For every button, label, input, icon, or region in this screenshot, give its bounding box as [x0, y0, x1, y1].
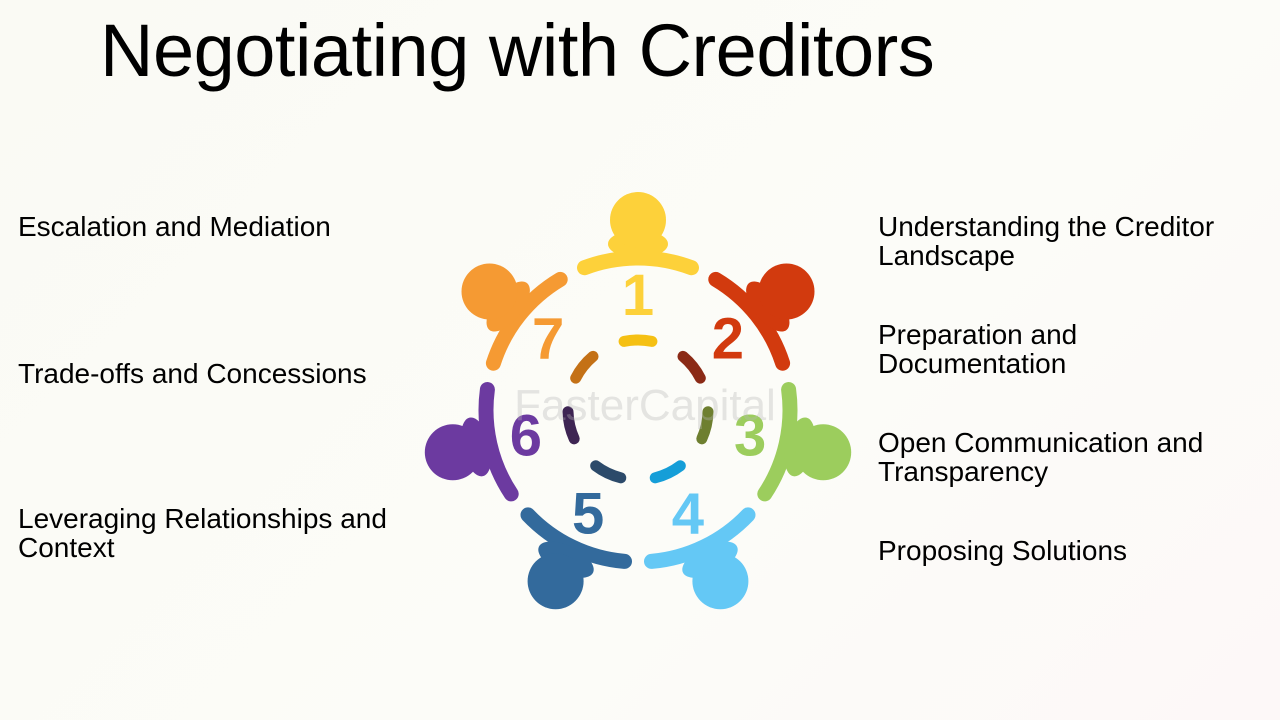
- step-number-1: 1: [622, 263, 654, 328]
- person-4-head: [692, 553, 749, 610]
- step-number-3: 3: [734, 404, 766, 469]
- people-group: [424, 192, 852, 610]
- inner-dash-3: [696, 406, 714, 445]
- person-1-head: [610, 192, 666, 248]
- inner-dash-7: [570, 350, 599, 384]
- step-number-4: 4: [672, 482, 704, 547]
- person-6-head: [424, 424, 481, 481]
- page-title: Negotiating with Creditors: [100, 9, 935, 92]
- person-5-arms: [520, 507, 632, 569]
- person-7-head: [461, 263, 518, 320]
- step-numbers: 12 34 56 7: [510, 263, 766, 547]
- step-1-label: Understanding the Creditor Landscape: [878, 211, 1215, 271]
- step-5-label: Leveraging Relationships and Context: [18, 503, 387, 563]
- watermark: FasterCapital: [514, 381, 776, 430]
- step-number-5: 5: [572, 482, 604, 547]
- person-5-head: [527, 553, 584, 610]
- step-7-label: Escalation and Mediation: [18, 211, 331, 242]
- step-3-label: Open Communication and Transparency: [878, 427, 1204, 487]
- person-4-arms: [644, 507, 756, 569]
- inner-dash-6: [562, 406, 580, 445]
- step-6-label: Trade-offs and Concessions: [18, 358, 367, 389]
- inner-dash-1: [618, 334, 658, 347]
- step-2-label: Preparation and Documentation: [878, 319, 1078, 379]
- step-number-7: 7: [532, 306, 564, 371]
- person-1-arms: [577, 250, 699, 276]
- step-number-2: 2: [712, 306, 744, 371]
- inner-ring: [562, 334, 714, 484]
- step-number-6: 6: [510, 404, 542, 469]
- person-2-head: [758, 263, 815, 320]
- person-3-arms: [757, 382, 798, 502]
- person-6-arms: [478, 382, 519, 502]
- inner-dash-2: [677, 350, 706, 384]
- person-7-arms: [485, 271, 568, 371]
- person-2-arms: [708, 271, 791, 371]
- step-4-label: Proposing Solutions: [878, 535, 1128, 566]
- person-3-head: [795, 424, 852, 481]
- inner-dash-5: [590, 460, 627, 484]
- inner-dash-4: [649, 460, 686, 484]
